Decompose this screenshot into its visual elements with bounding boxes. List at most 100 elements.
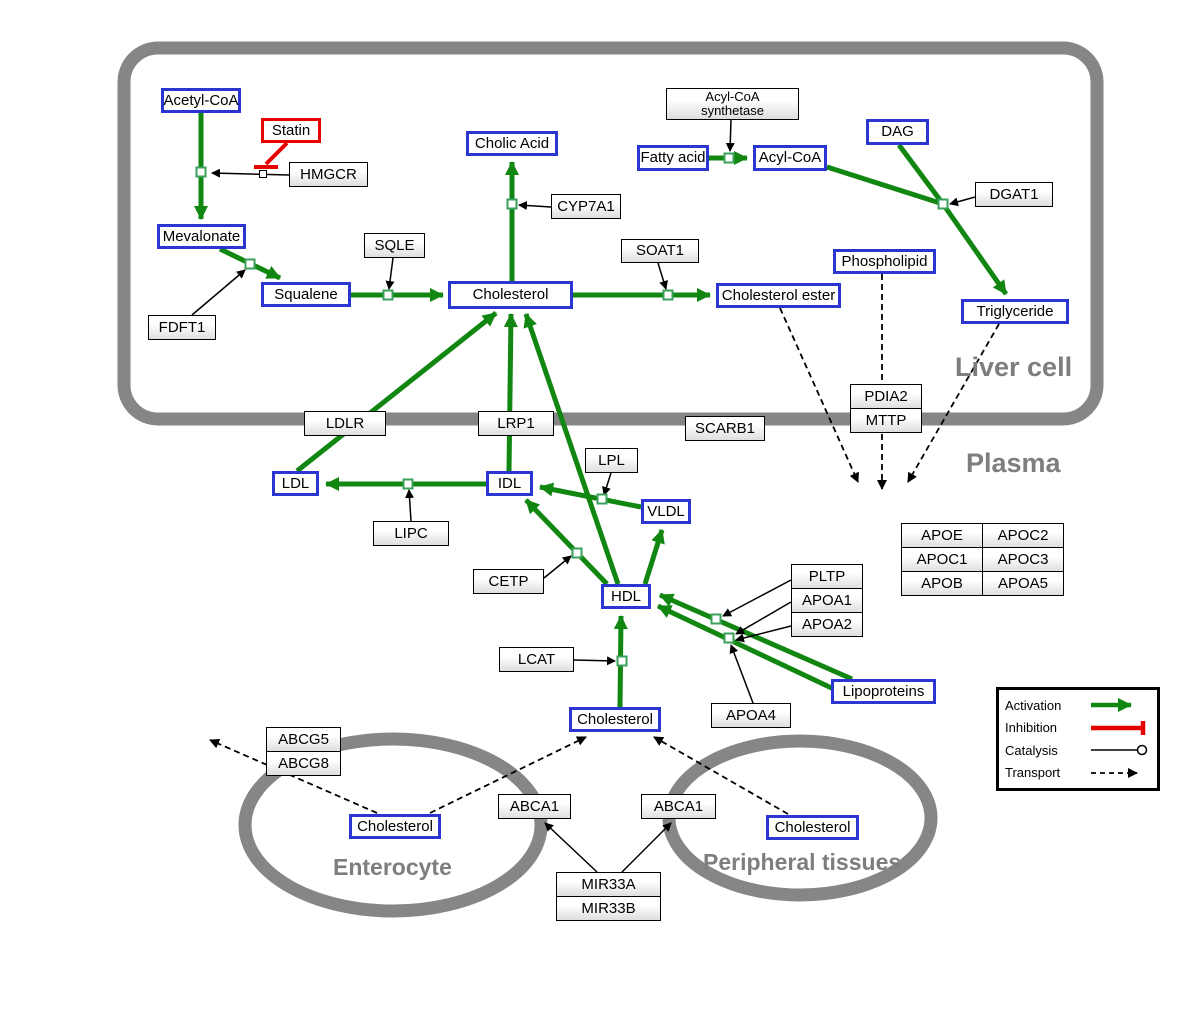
apo-table-cell-apoe[interactable]: APOE: [901, 523, 983, 548]
node-lipc[interactable]: LIPC: [373, 521, 449, 546]
edge-vldl-idl: [539, 482, 642, 510]
edge-dgat1anchor-triglyceride: [940, 202, 1009, 296]
catalysis-cetp: [543, 555, 572, 579]
connector-mir33-abca1-enterocyte: [544, 822, 598, 873]
node-cholesterol-ester[interactable]: Cholesterol ester: [716, 283, 841, 308]
node-dag[interactable]: DAG: [866, 119, 929, 145]
inhibition-statin-hmgcr-line: [264, 141, 289, 166]
catalysis-lpl: [602, 472, 612, 496]
transport-peripheral-plasma-cholesterol: [653, 736, 789, 815]
node-pltp[interactable]: PLTP: [791, 564, 863, 589]
apo-table-cell-apoc1[interactable]: APOC1: [901, 547, 983, 572]
liver-cell-label: Liver cell: [955, 352, 1073, 382]
node-abca1-enterocyte[interactable]: ABCA1: [498, 794, 571, 819]
apo-table-cell-apoa5[interactable]: APOA5: [982, 571, 1064, 596]
node-mir33a[interactable]: MIR33A: [556, 872, 661, 897]
legend-row-inhibition: Inhibition: [1005, 717, 1151, 739]
node-lipoproteins[interactable]: Lipoproteins: [831, 679, 936, 704]
node-cholic-acid[interactable]: Cholic Acid: [466, 131, 558, 156]
edge-dag-dgat1anchor: [896, 143, 946, 206]
catalysis-acylcoa-synthetase: [725, 119, 735, 152]
node-apoa1[interactable]: APOA1: [791, 588, 863, 613]
legend-inhibition-label: Inhibition: [1005, 720, 1058, 736]
node-acetyl-coa[interactable]: Acetyl-CoA: [161, 88, 241, 113]
legend-row-catalysis: Catalysis: [1005, 739, 1151, 761]
edge-lipoproteins-hdl-lower: [656, 603, 842, 695]
edge-ldl-cholesterol-via-ldlr: [295, 311, 498, 473]
transport-edges: [209, 274, 1000, 815]
apo-table-cell-apob[interactable]: APOB: [901, 571, 983, 596]
catalysis-circle-icon: [1091, 745, 1148, 756]
node-sqle[interactable]: SQLE: [364, 233, 425, 258]
catalysis-fdft1: [191, 269, 246, 316]
node-idl[interactable]: IDL: [486, 471, 533, 496]
legend-activation-label: Activation: [1005, 697, 1062, 713]
node-lrp1[interactable]: LRP1: [478, 411, 554, 436]
node-apoa4[interactable]: APOA4: [711, 703, 791, 728]
statin-anchor: [259, 170, 267, 178]
node-triglyceride[interactable]: Triglyceride: [961, 299, 1069, 324]
edge-idl-cholesterol-via-lrp1: [503, 313, 518, 472]
apo-table-cell-apoc2[interactable]: APOC2: [982, 523, 1064, 548]
node-dgat1[interactable]: DGAT1: [975, 182, 1053, 207]
node-acyl-coa-synthetase[interactable]: Acyl-CoA synthetase: [666, 88, 799, 120]
node-mir33b[interactable]: MIR33B: [556, 896, 661, 921]
catalysis-apoa1: [735, 601, 792, 635]
liver-cell-membrane: [117, 41, 1104, 426]
inhibition-edge: [254, 141, 289, 169]
node-cyp7a1[interactable]: CYP7A1: [551, 194, 621, 219]
catalysis-apoa4: [729, 644, 754, 704]
node-ldlr[interactable]: LDLR: [304, 411, 386, 436]
node-soat1[interactable]: SOAT1: [621, 239, 699, 263]
node-cholesterol-liver[interactable]: Cholesterol: [448, 281, 573, 309]
peripheral-tissues-label: Peripheral tissues: [703, 849, 902, 875]
node-phospholipid[interactable]: Phospholipid: [833, 249, 936, 274]
catalysis-lipc: [405, 489, 415, 522]
legend-row-activation: Activation: [1005, 694, 1151, 716]
edge-hdl-vldl: [642, 529, 665, 585]
connector-mir33-abca1-peripheral: [621, 822, 672, 873]
transport-triglyceride-plasma: [907, 323, 1000, 483]
acyl-coa-synthetase-line1: Acyl-CoA: [705, 89, 760, 105]
node-squalene[interactable]: Squalene: [261, 282, 351, 307]
legend-catalysis-label: Catalysis: [1005, 742, 1058, 758]
node-cholesterol-peripheral[interactable]: Cholesterol: [766, 815, 859, 840]
transport-enterocyte-plasma-cholesterol: [429, 736, 587, 814]
catalysis-cyp7a1: [518, 201, 552, 210]
catalysis-apoa2: [735, 625, 792, 643]
catalysis-hmgcr: [211, 168, 290, 178]
reaction-anchors: [195, 152, 949, 667]
node-hdl[interactable]: HDL: [601, 584, 651, 609]
node-cholesterol-plasma[interactable]: Cholesterol: [569, 707, 661, 732]
legend-transport-label: Transport: [1005, 765, 1061, 781]
edge-hdl-idl-via-cetp: [524, 498, 609, 586]
node-vldl[interactable]: VLDL: [641, 499, 691, 524]
edge-lipoproteins-hdl-upper: [658, 592, 854, 682]
node-lpl[interactable]: LPL: [585, 448, 638, 473]
node-fdft1[interactable]: FDFT1: [148, 315, 216, 340]
catalysis-lcat: [573, 656, 616, 666]
legend: Activation Inhibition Catalysis Transpor…: [996, 687, 1160, 791]
catalysis-soat1: [657, 262, 668, 290]
node-lcat[interactable]: LCAT: [499, 647, 574, 672]
node-mttp[interactable]: MTTP: [850, 408, 922, 433]
membranes: [117, 41, 1104, 918]
node-pdia2[interactable]: PDIA2: [850, 384, 922, 409]
node-acyl-coa[interactable]: Acyl-CoA: [753, 145, 827, 171]
node-scarb1[interactable]: SCARB1: [685, 416, 765, 441]
node-abcg5[interactable]: ABCG5: [266, 727, 341, 752]
node-statin[interactable]: Statin: [261, 118, 321, 143]
node-ldl[interactable]: LDL: [272, 471, 319, 496]
node-hmgcr[interactable]: HMGCR: [289, 162, 368, 187]
node-abcg8[interactable]: ABCG8: [266, 751, 341, 776]
apo-table-cell-apoc3[interactable]: APOC3: [982, 547, 1064, 572]
node-cetp[interactable]: CETP: [473, 569, 544, 594]
node-cholesterol-enterocyte[interactable]: Cholesterol: [349, 814, 441, 839]
node-apoa2[interactable]: APOA2: [791, 612, 863, 637]
transport-dashed-arrow-icon: [1091, 767, 1138, 778]
node-abca1-peripheral[interactable]: ABCA1: [641, 794, 716, 819]
node-fatty-acid[interactable]: Fatty acid: [637, 145, 709, 171]
node-mevalonate[interactable]: Mevalonate: [157, 224, 246, 249]
